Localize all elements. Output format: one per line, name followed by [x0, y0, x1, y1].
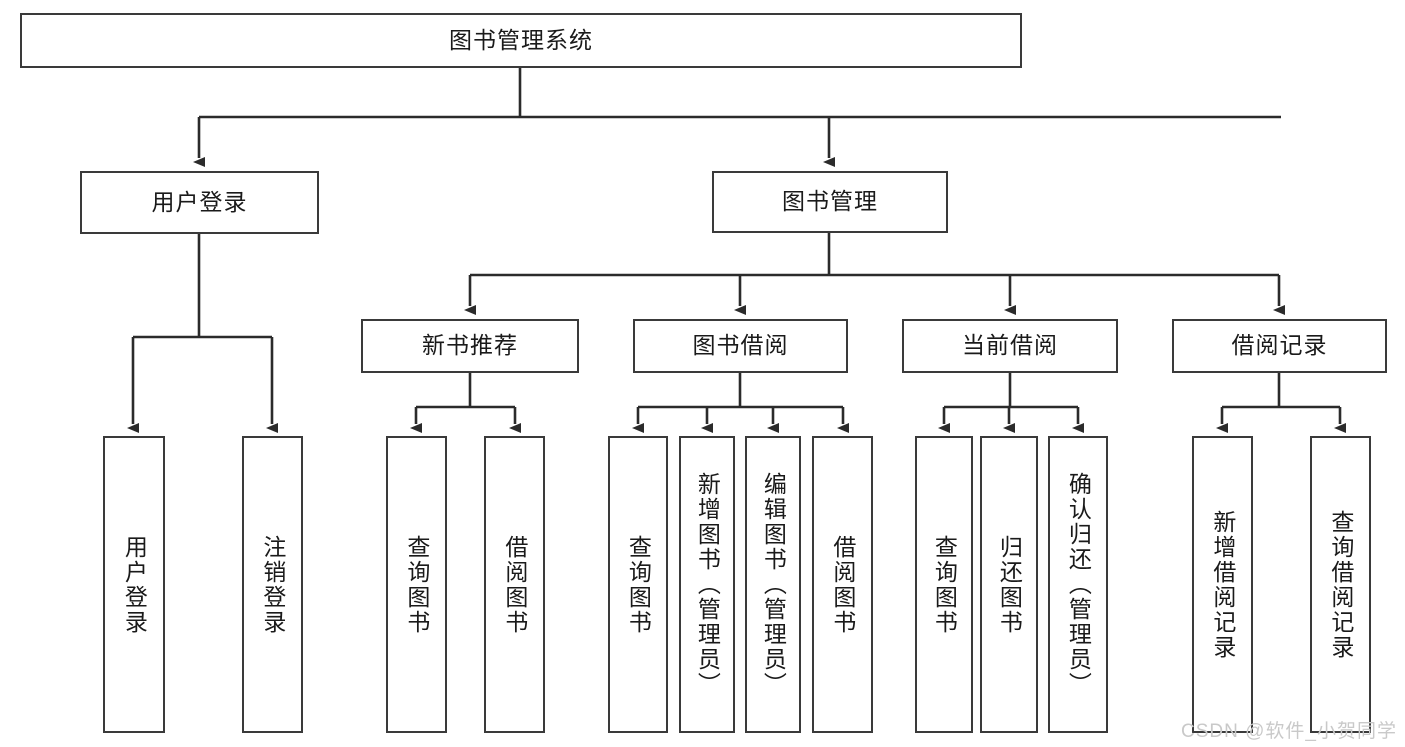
- leaf-user-login-login[interactable]: 用户登录: [103, 436, 165, 733]
- node-book-management[interactable]: 图书管理: [712, 171, 948, 233]
- node-current-borrow[interactable]: 当前借阅: [902, 319, 1118, 373]
- node-label: 图书管理系统: [449, 26, 593, 53]
- node-label: 借阅图书: [501, 534, 528, 635]
- node-borrow-record[interactable]: 借阅记录: [1172, 319, 1387, 373]
- node-label: 注销登录: [259, 534, 286, 635]
- node-user-login[interactable]: 用户登录: [80, 171, 319, 234]
- leaf-new-book-borrow[interactable]: 借阅图书: [484, 436, 545, 733]
- node-book-borrow[interactable]: 图书借阅: [633, 319, 848, 373]
- node-label: 借阅图书: [829, 534, 856, 635]
- leaf-new-book-query[interactable]: 查询图书: [386, 436, 447, 733]
- node-label: 查询图书: [931, 534, 958, 635]
- node-label: 新增借阅记录: [1209, 509, 1236, 660]
- leaf-record-add-record[interactable]: 新增借阅记录: [1192, 436, 1253, 733]
- leaf-current-query-book[interactable]: 查询图书: [915, 436, 973, 733]
- node-label: 图书借阅: [692, 332, 789, 359]
- node-label: 用户登录: [151, 188, 248, 215]
- node-label: 查询图书: [403, 534, 430, 635]
- leaf-borrow-borrow-book[interactable]: 借阅图书: [812, 436, 873, 733]
- node-label: 确认归还（管理员）: [1065, 472, 1092, 697]
- node-root-book-management-system[interactable]: 图书管理系统: [20, 13, 1022, 68]
- node-label: 新增图书（管理员）: [694, 472, 721, 697]
- leaf-borrow-query-book[interactable]: 查询图书: [608, 436, 668, 733]
- node-label: 归还图书: [996, 534, 1023, 635]
- node-label: 用户登录: [121, 534, 148, 635]
- node-label: 图书管理: [782, 188, 878, 215]
- leaf-current-return-book[interactable]: 归还图书: [980, 436, 1038, 733]
- watermark: CSDN @软件_小贺同学: [1181, 721, 1397, 742]
- node-label: 查询图书: [625, 534, 652, 635]
- leaf-record-query-record[interactable]: 查询借阅记录: [1310, 436, 1371, 733]
- node-label: 查询借阅记录: [1327, 509, 1354, 660]
- leaf-borrow-edit-book-admin[interactable]: 编辑图书（管理员）: [745, 436, 801, 733]
- leaf-user-login-logout[interactable]: 注销登录: [242, 436, 303, 733]
- node-new-book-recommend[interactable]: 新书推荐: [361, 319, 579, 373]
- leaf-current-confirm-return-admin[interactable]: 确认归还（管理员）: [1048, 436, 1108, 733]
- node-label: 借阅记录: [1231, 332, 1328, 359]
- node-label: 编辑图书（管理员）: [760, 472, 787, 697]
- node-label: 新书推荐: [422, 332, 518, 359]
- node-label: 当前借阅: [962, 332, 1058, 359]
- leaf-borrow-add-book-admin[interactable]: 新增图书（管理员）: [679, 436, 735, 733]
